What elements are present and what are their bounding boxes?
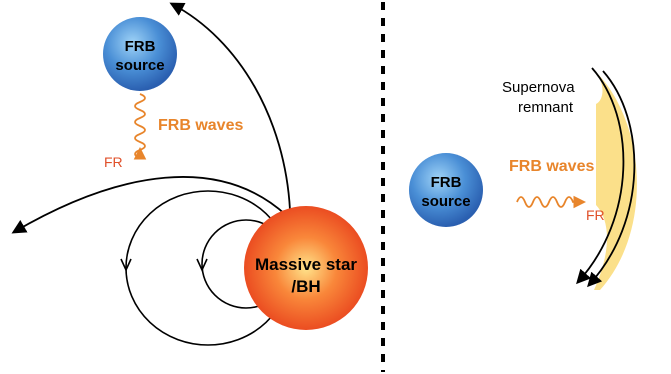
remnant-line-inner <box>576 67 625 285</box>
frb-source-label-right-line2: source <box>421 193 470 210</box>
frb-waves-label-left: FRB waves <box>158 117 243 134</box>
fr-label-right: FR <box>586 207 605 223</box>
deflected-path-up-arrow <box>169 2 291 211</box>
frb-waves-horizontal-wave <box>516 195 587 209</box>
loop-direction-chevron-small <box>196 258 208 272</box>
massive-star-label-line1: Massive star <box>255 255 357 274</box>
loop-direction-chevron-large <box>120 258 132 272</box>
right-panel: Supernova remnant FRB source FRB waves F… <box>409 67 637 290</box>
deflected-path-left-arrow <box>11 176 287 234</box>
supernova-remnant-label-line2: remnant <box>518 99 574 116</box>
supernova-remnant-shell <box>594 70 637 290</box>
remnant-line-outer <box>587 70 636 288</box>
fr-label-left: FR <box>104 154 123 170</box>
frb-source-label-left-line2: source <box>115 57 164 74</box>
massive-star-circle <box>244 206 368 330</box>
frb-source-circle-right <box>409 153 483 227</box>
left-panel: Massive star /BH FRB source FRB waves FR <box>11 2 368 346</box>
frb-waves-label-right: FRB waves <box>509 158 594 175</box>
frb-waves-vertical-wave <box>133 93 147 160</box>
supernova-remnant-label-line1: Supernova <box>502 79 575 96</box>
frb-source-label-left-line1: FRB <box>125 38 156 55</box>
frb-source-label-right-line1: FRB <box>431 174 462 191</box>
frb-source-circle-left <box>103 17 177 91</box>
massive-star-label-line2: /BH <box>291 277 320 296</box>
